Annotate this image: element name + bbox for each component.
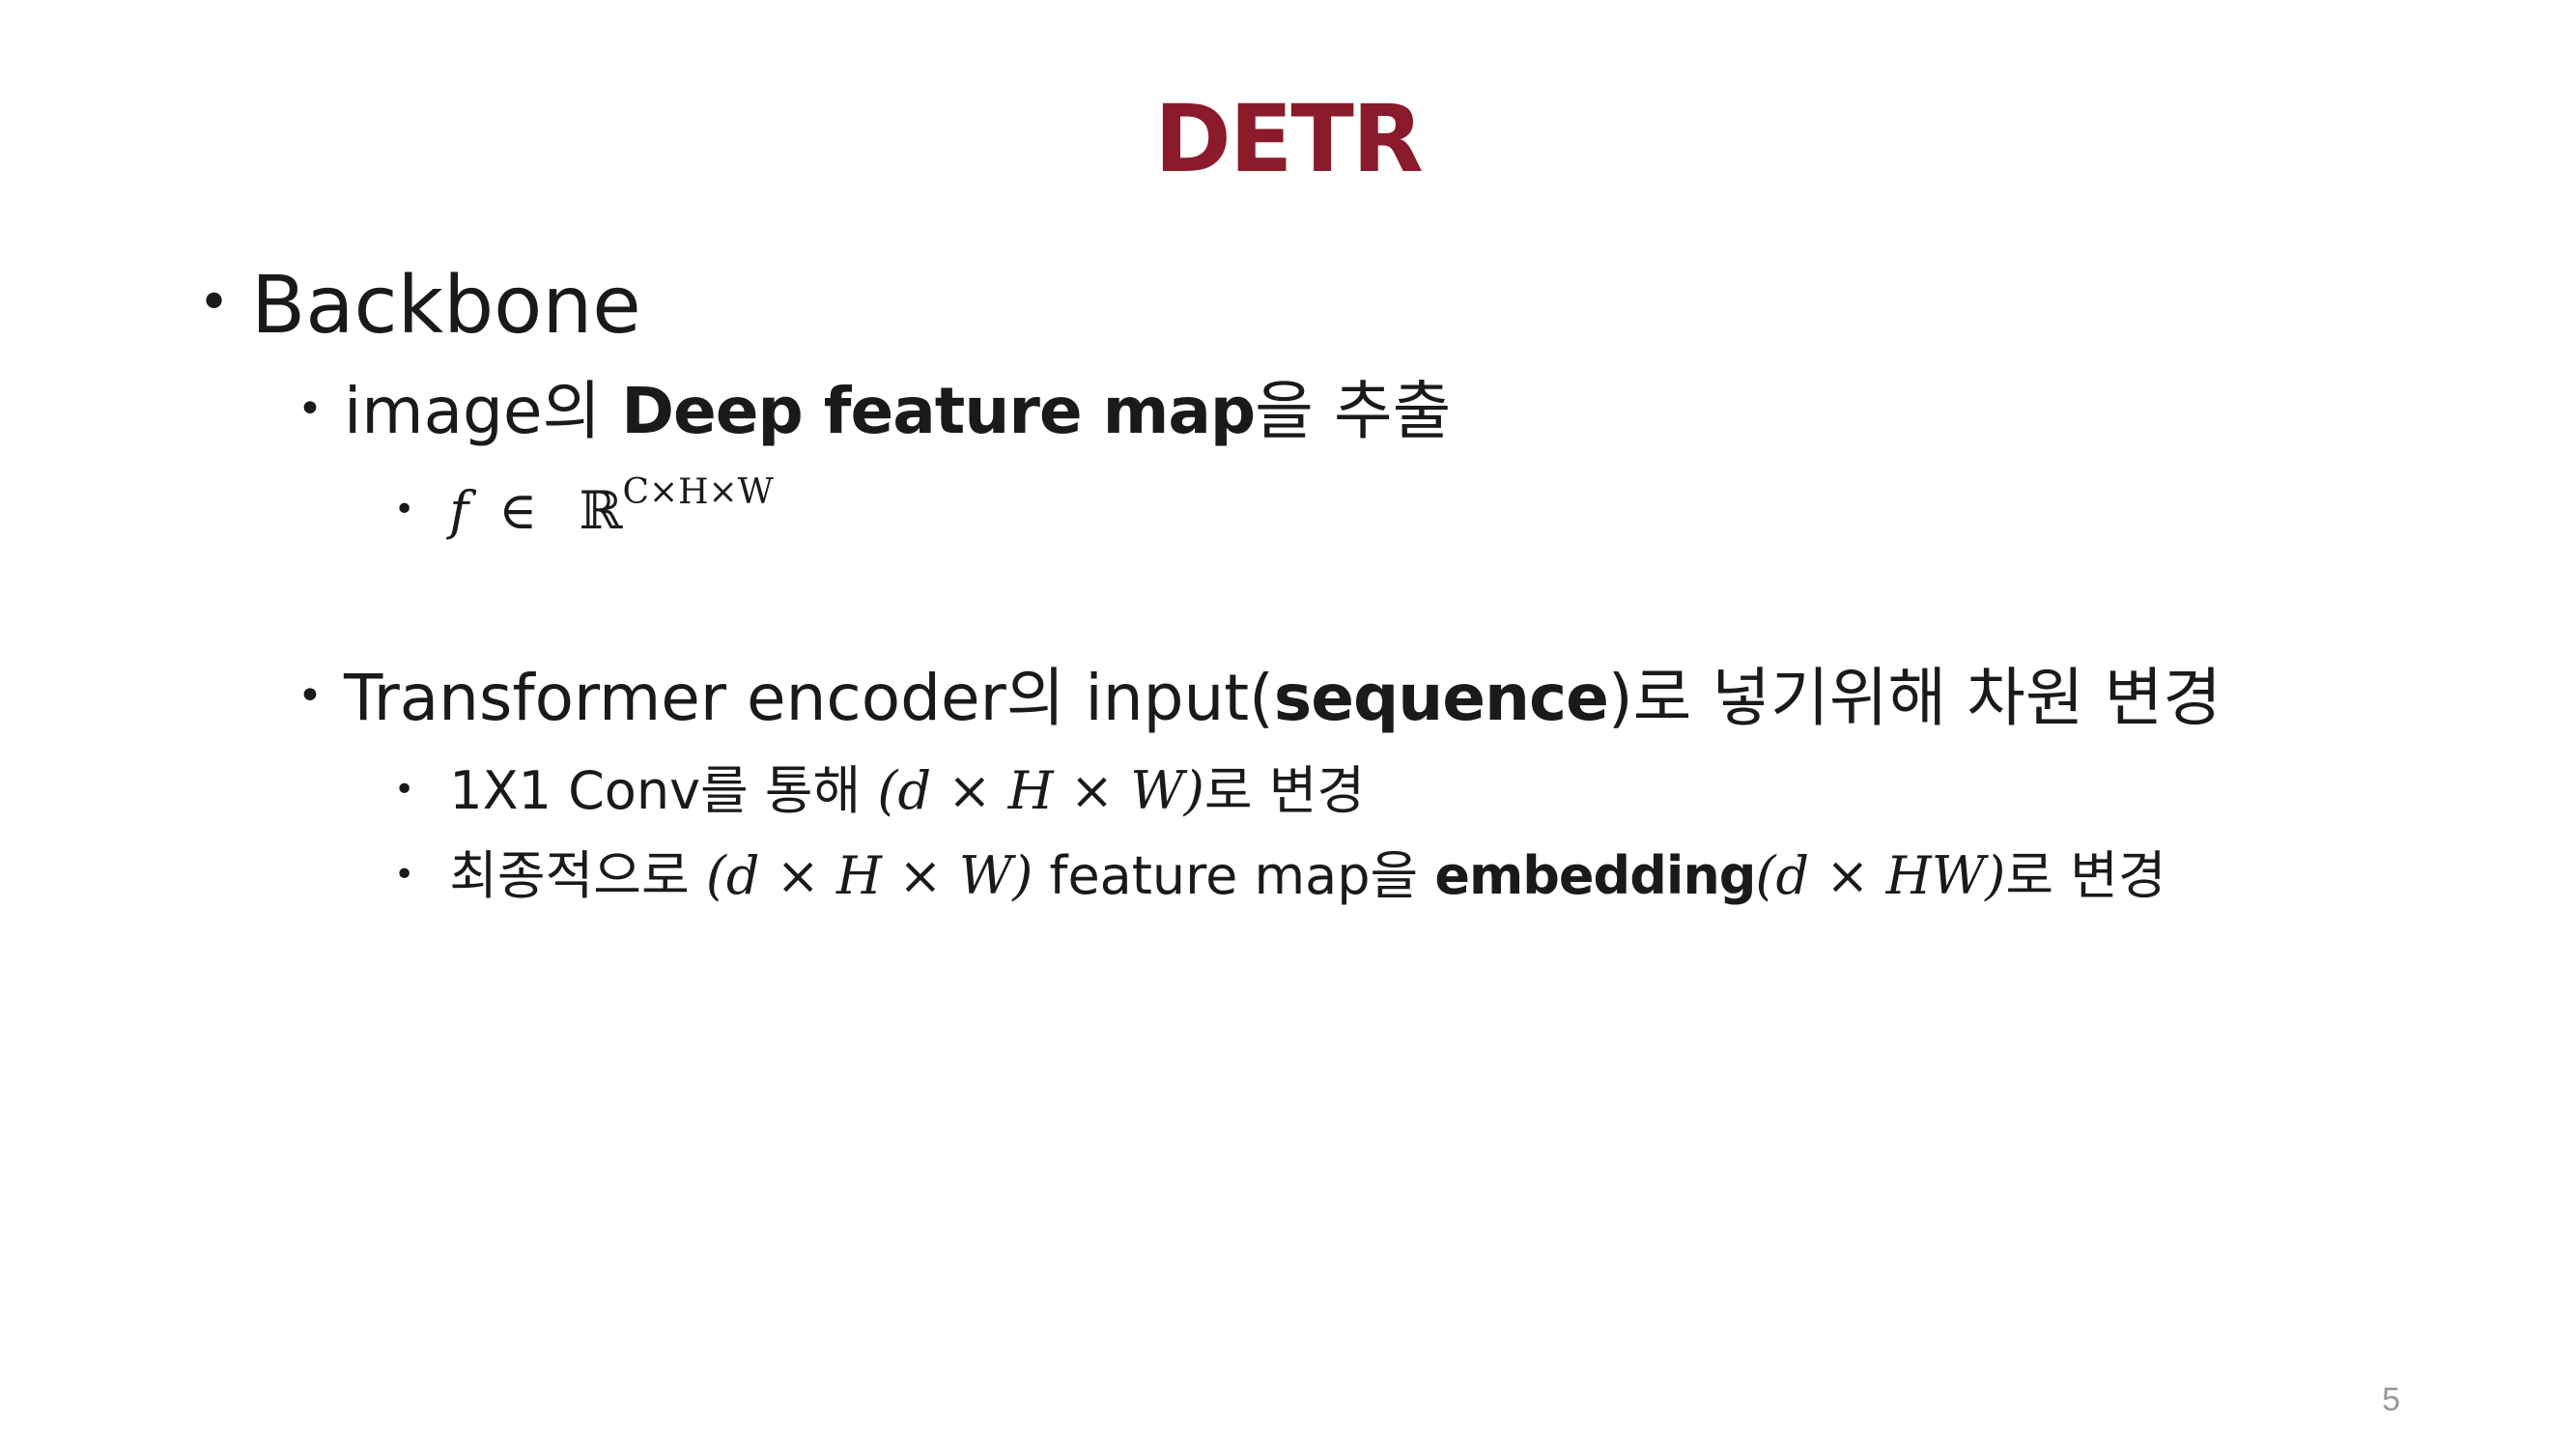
embedding-prefix: 최종적으로: [449, 845, 706, 906]
bullet-feature-dimension: •f ∈ ℝC×H×W: [394, 475, 774, 537]
extract-bold-term: Deep feature map: [621, 374, 1256, 448]
conv-suffix: 로 변경: [1203, 760, 1366, 821]
math-exponent: C×H×W: [622, 472, 774, 512]
math-element-of: ∈: [498, 480, 538, 541]
bullet-conv: •1X1 Conv를 통해 (d × H × W)로 변경: [394, 765, 1365, 817]
embedding-bold-term: embedding: [1434, 845, 1756, 906]
bullet-embedding: •최종적으로 (d × H × W) feature map을 embeddin…: [394, 850, 2166, 902]
extract-suffix: 을 추출: [1255, 374, 1452, 448]
conv-math: (d × H × W): [877, 760, 1204, 821]
slide-title: DETR: [1154, 85, 1424, 193]
conv-prefix: 1X1 Conv를 통해: [449, 760, 878, 821]
bullet-dot-icon: •: [198, 270, 231, 334]
math-real-set: ℝ: [579, 480, 623, 541]
bullet-backbone-label: Backbone: [251, 260, 641, 352]
bullet-dot-icon: •: [297, 670, 323, 721]
bullet-extract-feature-map: •image의 Deep feature map을 추출: [297, 380, 1451, 443]
bullet-backbone: •Backbone: [198, 267, 641, 346]
embedding-math-2: (d × HW): [1755, 845, 2006, 906]
bullet-dot-icon: •: [394, 855, 415, 895]
embedding-math-1: (d × H × W): [705, 845, 1033, 906]
transformer-prefix: Transformer encoder의 input(: [343, 661, 1274, 735]
embedding-suffix: 로 변경: [2005, 845, 2166, 906]
bullet-dot-icon: •: [297, 384, 323, 434]
transformer-suffix: )로 넣기위해 차원 변경: [1607, 661, 2222, 735]
bullet-transformer-input: •Transformer encoder의 input(sequence)로 넣…: [297, 667, 2222, 730]
bullet-dot-icon: •: [394, 770, 415, 810]
extract-prefix: image의: [343, 374, 622, 448]
embedding-middle: feature map을: [1033, 845, 1435, 906]
transformer-bold-term: sequence: [1273, 661, 1609, 735]
page-number: 5: [2382, 1381, 2400, 1418]
bullet-dot-icon: •: [394, 490, 415, 530]
math-f: f: [449, 480, 469, 541]
